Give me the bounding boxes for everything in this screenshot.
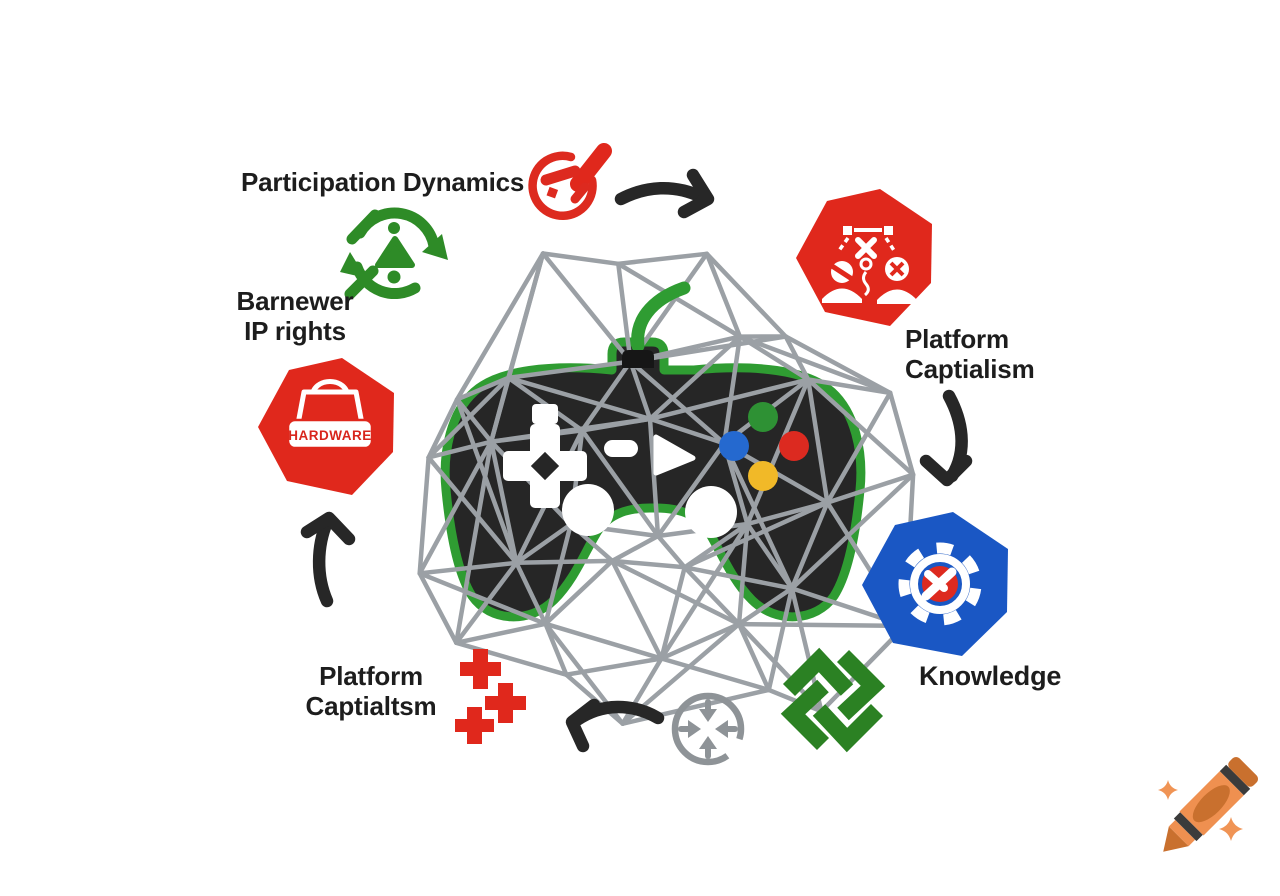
start-button xyxy=(653,434,696,476)
label-platform-capitalism-left: Platform Captialtsm xyxy=(302,661,440,721)
arrow-top xyxy=(614,168,715,219)
flow-arrows xyxy=(300,168,973,753)
hardware-heptagon: HARDWARE xyxy=(258,358,394,495)
label-participation-dynamics: Participation Dynamics xyxy=(241,167,525,197)
gear-icon xyxy=(898,542,982,626)
action-buttons xyxy=(719,402,809,491)
dpad-icon xyxy=(503,404,587,508)
label-line: Barnewer xyxy=(236,286,354,316)
label-line: Captialtsm xyxy=(305,691,437,721)
label-knowledge: Knowledge xyxy=(919,661,1062,691)
label-line: Captialism xyxy=(905,354,1035,384)
arrow-bottom xyxy=(565,698,665,753)
sparkle-icon xyxy=(1158,780,1178,800)
red-marker-no-sign-icon xyxy=(528,143,612,221)
arrow-right xyxy=(919,389,973,487)
network-web xyxy=(417,251,916,726)
analog-stick-left xyxy=(562,484,614,536)
label-barnewer-ip-rights: Barnewer IP rights xyxy=(226,286,364,346)
red-crosses-icon xyxy=(455,649,526,744)
label-platform-capitalism-right: Platform Captialism xyxy=(905,324,1035,384)
green-recycle-triangle-icon xyxy=(340,207,448,300)
arrow-left xyxy=(300,511,356,608)
strategy-players-icon xyxy=(822,226,917,304)
craiyon-crayon-logo xyxy=(1158,756,1259,852)
controller-cable xyxy=(631,281,691,353)
hardware-badge-label: HARDWARE xyxy=(288,428,372,443)
game-controller-face xyxy=(503,281,809,538)
green-pinwheel-icon xyxy=(780,647,886,753)
label-line: IP rights xyxy=(244,316,346,346)
label-line: Platform xyxy=(319,661,423,691)
cable-port xyxy=(622,350,654,368)
shopping-bag-icon: HARDWARE xyxy=(286,379,374,450)
label-line: Platform xyxy=(905,324,1009,354)
analog-stick-right xyxy=(685,486,737,538)
strategy-heptagon xyxy=(796,189,932,326)
sparkle-icon xyxy=(1219,817,1243,841)
gray-converge-arrows-icon xyxy=(671,692,745,766)
select-button xyxy=(604,440,638,457)
knowledge-heptagon xyxy=(862,512,1008,656)
